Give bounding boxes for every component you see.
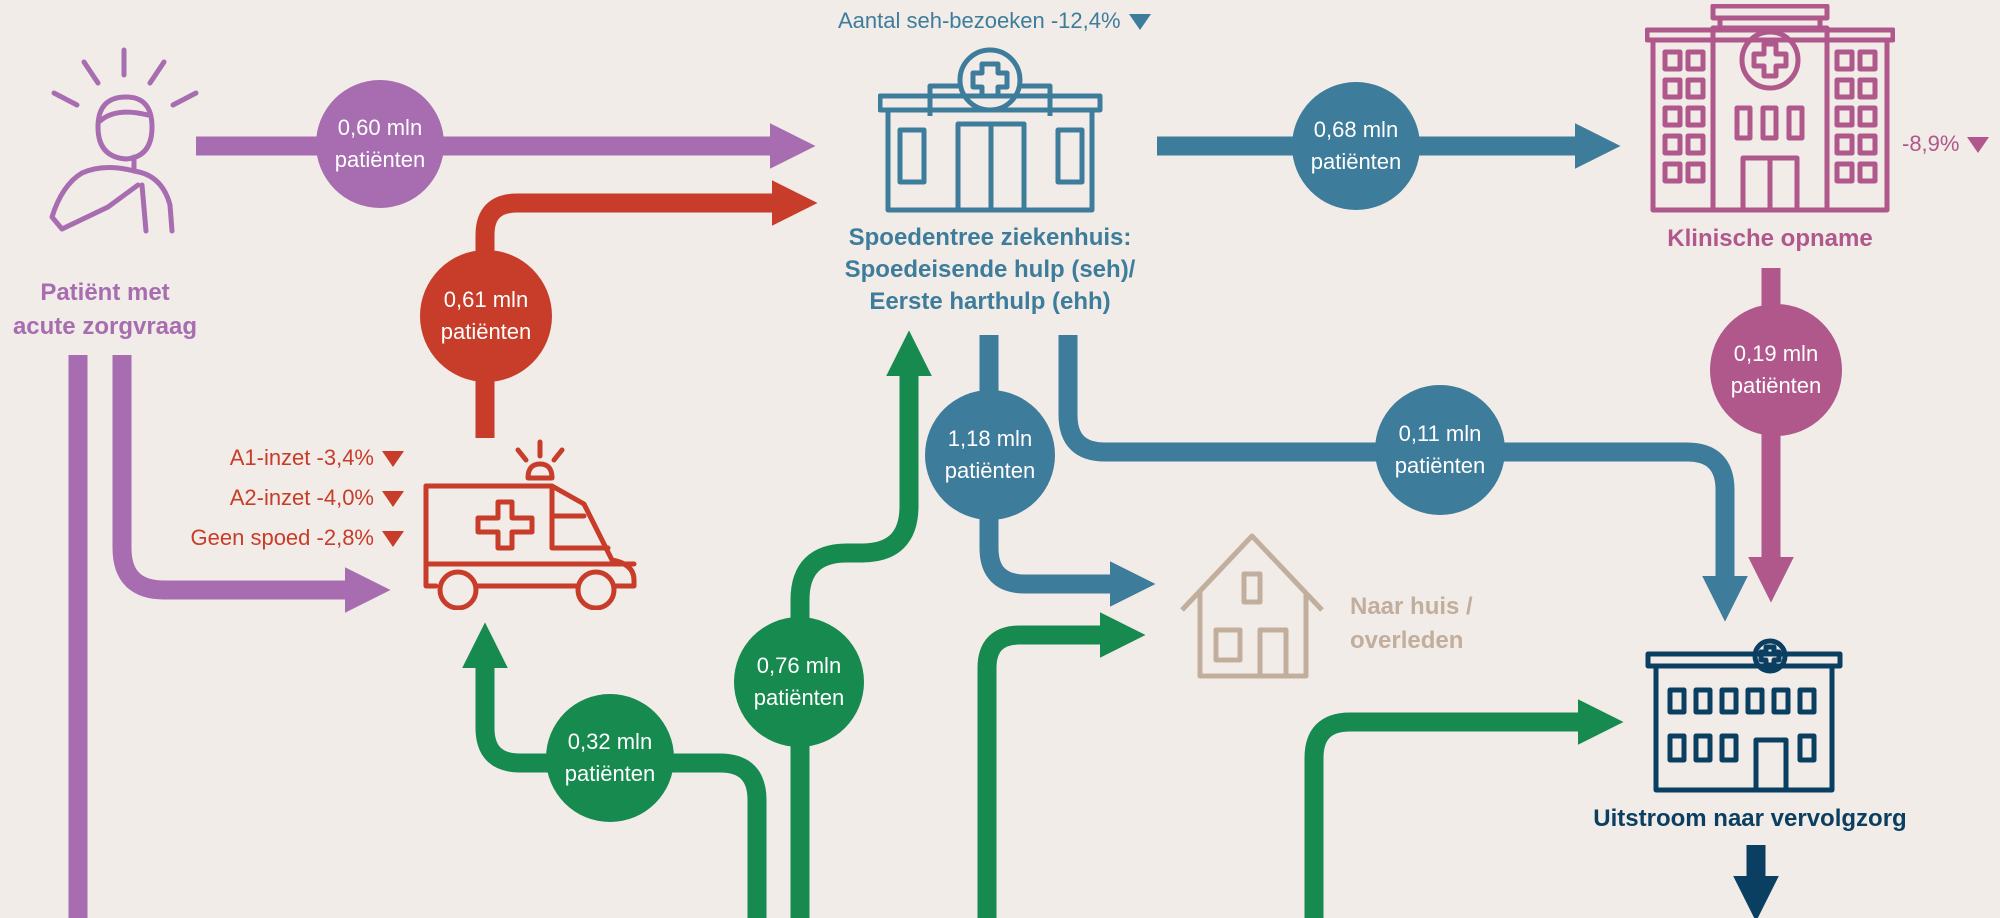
flow-inflow-to-home — [977, 612, 1146, 918]
flow-bubble-seh-to-admission: 0,68 mln patiënten — [1292, 82, 1420, 210]
decrease-triangle-icon — [382, 491, 404, 508]
flow-value: 1,18 mln — [947, 426, 1033, 451]
followup-label: Uitstroom naar vervolgzorg — [1593, 805, 1907, 832]
flow-value: 0,68 mln — [1313, 117, 1399, 142]
flow-value: 0,76 mln — [756, 653, 842, 678]
seh-label-line2: Spoedeisende hulp (seh)/ — [844, 256, 1136, 283]
flow-value: 0,61 mln — [443, 287, 529, 312]
patient-label-line1: Patiënt met — [40, 279, 170, 306]
flow-value: 0,11 mln — [1398, 421, 1482, 446]
flow-inflow-to-ambulance — [462, 622, 767, 918]
flow-bubble-ambulance-to-seh: 0,61 mln patiënten — [420, 250, 552, 382]
flow-ambulance-to-seh — [475, 180, 818, 438]
hospital-building-icon — [1645, 4, 1895, 213]
flow-bubble-admission-to-followup: 0,19 mln patiënten — [1710, 304, 1842, 436]
flow-inflow-to-seh — [790, 330, 932, 918]
emergency-hospital-icon — [878, 47, 1103, 213]
decrease-triangle-icon — [1967, 137, 1990, 154]
flow-value: 0,19 mln — [1733, 341, 1819, 366]
flow-bubble-patient-to-seh: 0,60 mln patiënten — [316, 80, 444, 208]
flow-unit: patiënten — [1310, 149, 1402, 174]
flow-value: 0,32 mln — [567, 729, 653, 754]
flow-unit: patiënten — [440, 319, 532, 344]
person-in-pain-icon — [49, 47, 199, 234]
decrease-triangle-icon — [1128, 14, 1151, 31]
flow-patient-to-ambulance — [112, 355, 391, 613]
admission-stat: -8,9% — [1902, 131, 1960, 156]
flow-unit: patiënten — [1730, 373, 1822, 398]
home-label-line2: overleden — [1350, 627, 1464, 654]
decrease-triangle-icon — [382, 451, 404, 468]
ambulance-stat-a2: A2-inzet -4,0% — [229, 485, 374, 510]
ambulance-stat-a1: A1-inzet -3,4% — [229, 445, 374, 470]
home-label-line1: Naar huis / — [1350, 593, 1473, 620]
flow-inflow-to-followup — [1304, 699, 1624, 918]
flow-unit: patiënten — [564, 761, 656, 786]
ambulance-stat-geen-spoed: Geen spoed -2,8% — [190, 525, 374, 550]
admission-label: Klinische opname — [1667, 225, 1873, 252]
patient-label-line2: acute zorgvraag — [12, 313, 198, 340]
house-icon — [1180, 533, 1324, 679]
flow-bubble-inflow-to-ambulance: 0,32 mln patiënten — [546, 694, 674, 822]
decrease-triangle-icon — [382, 531, 404, 548]
care-facility-icon — [1645, 638, 1843, 793]
flow-bubble-inflow-to-seh: 0,76 mln patiënten — [734, 617, 864, 747]
flow-unit: patiënten — [1394, 453, 1486, 478]
flow-unit: patiënten — [753, 685, 845, 710]
flow-value: 0,60 mln — [337, 115, 423, 140]
flow-unit: patiënten — [334, 147, 426, 172]
ambulance-icon — [423, 439, 637, 610]
seh-label-line3: Eerste harthulp (ehh) — [869, 288, 1111, 315]
flow-bubble-seh-to-home: 1,18 mln patiënten — [925, 390, 1055, 520]
flow-unit: patiënten — [944, 458, 1036, 483]
seh-visits-stat: Aantal seh-bezoeken -12,4% — [838, 8, 1121, 33]
flow-bubble-seh-to-followup: 0,11 mln patiënten — [1375, 385, 1505, 515]
flow-seh-to-home — [979, 335, 1156, 607]
seh-label-line1: Spoedentree ziekenhuis: — [848, 224, 1132, 251]
